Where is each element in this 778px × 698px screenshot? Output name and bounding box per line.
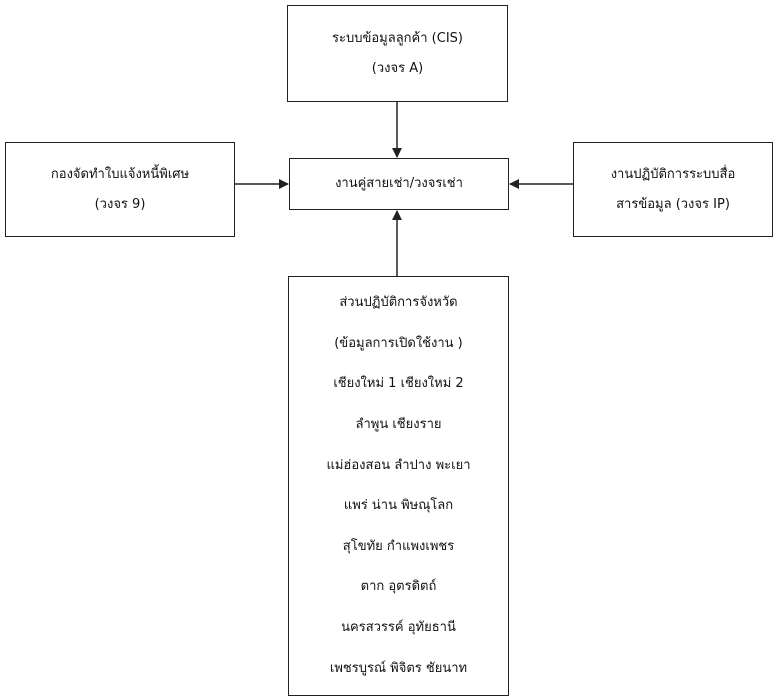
node-text: งานปฏิบัติการระบบสื่อ xyxy=(610,166,736,182)
node-text: ระบบข้อมูลลูกค้า (CIS) xyxy=(332,30,463,46)
provincial-operations-box: ส่วนปฏิบัติการจังหวัด (ข้อมูลการเปิดใช้ง… xyxy=(288,276,509,696)
node-text: (วงจร 9) xyxy=(94,196,146,212)
node-text: กองจัดทำใบแจ้งหนี้พิเศษ xyxy=(50,166,190,182)
node-text: แม่ฮ่องสอน ลำปาง พะเยา xyxy=(326,457,471,473)
node-text: (ข้อมูลการเปิดใช้งาน ) xyxy=(334,335,463,351)
node-text: ส่วนปฏิบัติการจังหวัด xyxy=(339,295,458,311)
node-text: สารข้อมูล (วงจร IP) xyxy=(616,196,730,212)
data-network-operations-box: งานปฏิบัติการระบบสื่อ สารข้อมูล (วงจร IP… xyxy=(573,142,773,237)
leased-line-work-box: งานคู่สายเช่า/วงจรเช่า xyxy=(289,158,509,210)
node-text: แพร่ น่าน พิษณุโลก xyxy=(343,498,454,514)
node-text: เชียงใหม่ 1 เชียงใหม่ 2 xyxy=(333,376,464,392)
node-text: งานคู่สายเช่า/วงจรเช่า xyxy=(335,176,463,191)
node-text: นครสวรรค์ อุทัยธานี xyxy=(341,620,456,636)
node-text: เพชรบูรณ์ พิจิตร ชัยนาท xyxy=(329,660,468,676)
node-text: สุโขทัย กำแพงเพชร xyxy=(342,538,455,554)
node-text: (วงจร A) xyxy=(371,60,424,76)
node-text: ลำพูน เชียงราย xyxy=(355,417,442,433)
customer-info-system-box: ระบบข้อมูลลูกค้า (CIS) (วงจร A) xyxy=(287,5,508,102)
special-invoice-division-box: กองจัดทำใบแจ้งหนี้พิเศษ (วงจร 9) xyxy=(5,142,235,237)
node-text: ตาก อุตรดิตถ์ xyxy=(360,579,437,595)
